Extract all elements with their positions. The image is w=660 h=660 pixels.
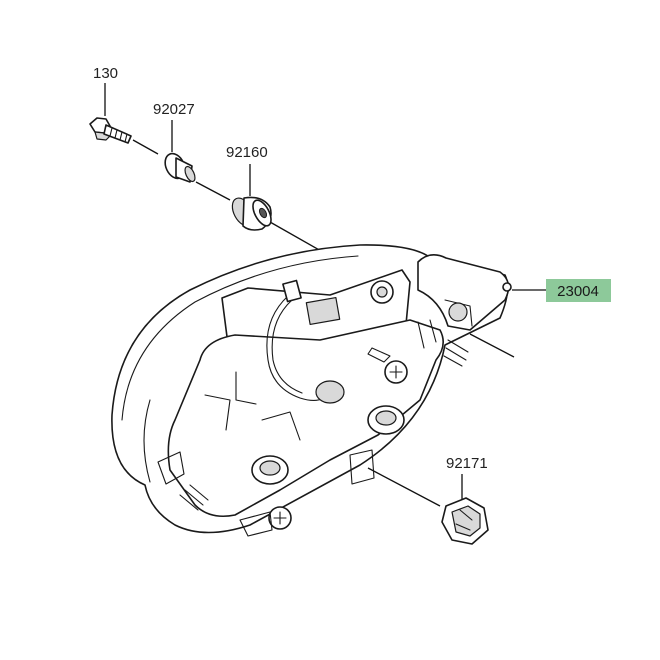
grommet-92160 [231, 196, 272, 231]
label-part-92027: 92027 [153, 101, 195, 118]
socket-axis-centerline [367, 467, 441, 507]
callout-highlight-box [546, 279, 611, 302]
socket-clip-92171 [441, 497, 489, 545]
callout-23004[interactable]: 23004 [546, 279, 611, 302]
collar-92027 [164, 152, 196, 183]
bracket-axis-centerline [469, 333, 515, 358]
bolt-130 [89, 117, 132, 144]
label-part-92171: 92171 [446, 455, 488, 472]
label-part-23004: 23004 [557, 283, 599, 300]
label-part-130: 130 [93, 65, 118, 82]
label-part-92160: 92160 [226, 144, 268, 161]
headlamp-assembly-23004 [111, 244, 512, 537]
